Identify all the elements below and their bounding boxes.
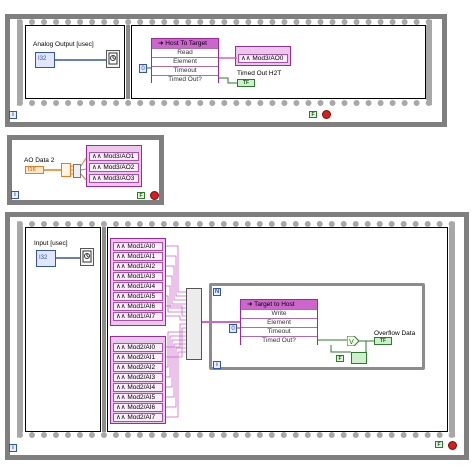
- index-array-node[interactable]: [61, 163, 71, 177]
- mod2-ai7[interactable]: ∧∧ Mod2/AI7: [113, 413, 163, 422]
- wave-icon: ∧∧: [116, 374, 126, 381]
- mod2-ai0[interactable]: ∧∧ Mod2/AI0: [113, 343, 163, 352]
- mod1-ai1[interactable]: ∧∧ Mod1/AI1: [113, 252, 163, 261]
- ao3-io-item[interactable]: ∧∧ Mod3/AO3: [89, 174, 139, 183]
- ao-data-2-control[interactable]: I16: [25, 166, 44, 174]
- analog-output-type: I32: [38, 56, 47, 62]
- fifo-row-timedout-top: Timed Out?: [152, 75, 218, 84]
- fifo-arrow-icon: ➜: [247, 301, 255, 308]
- fifo-row-timedout-bottom: Timed Out?: [241, 336, 317, 345]
- mod1-ai3[interactable]: ∧∧ Mod1/AI3: [113, 272, 163, 281]
- mod1-io-node: ∧∧ Mod1/AI0 ∧∧ Mod1/AI1 ∧∧ Mod1/AI2 ∧∧ M…: [110, 238, 166, 326]
- mod2-ai3[interactable]: ∧∧ Mod2/AI3: [113, 373, 163, 382]
- wave-icon: ∧∧: [116, 384, 126, 391]
- analog-output-label: Analog Output [usec]: [33, 41, 94, 48]
- overflow-data-indicator: TF: [374, 337, 392, 345]
- mod1-ai2[interactable]: ∧∧ Mod1/AI2: [113, 262, 163, 271]
- wait-timer-icon-bottom: [80, 248, 94, 266]
- ao2-io-item[interactable]: ∧∧ Mod3/AO2: [89, 163, 139, 172]
- top-sequence-divider: [126, 25, 130, 99]
- wait-timer-icon-top: [106, 50, 120, 68]
- analog-output-control[interactable]: I32: [35, 52, 55, 68]
- build-array-node[interactable]: [73, 164, 81, 178]
- or-function-node[interactable]: V: [346, 335, 360, 347]
- fifo-target-to-host-node[interactable]: ➜ Target to Host Write Element Timeout T…: [240, 299, 318, 345]
- bottom-sequence-divider: [102, 227, 106, 432]
- wave-icon: ∧∧: [92, 175, 102, 182]
- wave-icon: ∧∧: [116, 283, 126, 290]
- timed-out-h2t-label: Timed Out H2T: [237, 70, 282, 77]
- wave-icon: ∧∧: [116, 253, 126, 260]
- fifo-row-element-top: Element: [152, 57, 218, 66]
- wave-icon: ∧∧: [116, 364, 126, 371]
- input-usec-type: I32: [39, 255, 48, 261]
- stop-icon-bottom: [448, 441, 457, 450]
- fifo-row-timeout-top: Timeout: [152, 66, 218, 75]
- ao0-io-node: ∧∧ Mod3/AO0: [235, 46, 291, 66]
- wave-icon: ∧∧: [92, 153, 102, 160]
- mod2-io-node: ∧∧ Mod2/AI0 ∧∧ Mod2/AI1 ∧∧ Mod2/AI2 ∧∧ M…: [110, 336, 166, 424]
- wave-icon: ∧∧: [116, 414, 126, 421]
- for-loop-count-terminal: N: [213, 288, 221, 296]
- build-array-node-bottom[interactable]: [186, 288, 202, 360]
- iteration-terminal-top: i: [9, 111, 17, 119]
- wave-icon: ∧∧: [241, 55, 251, 62]
- wave-icon: ∧∧: [116, 313, 126, 320]
- mod1-ai0[interactable]: ∧∧ Mod1/AI0: [113, 242, 163, 251]
- wave-icon: ∧∧: [116, 243, 126, 250]
- ao-data-2-label: AO Data 2: [24, 157, 55, 164]
- timed-out-h2t-indicator: TF: [237, 79, 255, 87]
- ao1-io-item[interactable]: ∧∧ Mod3/AO1: [89, 152, 139, 161]
- input-usec-label: Input [usec]: [34, 240, 68, 247]
- stop-false-constant-top: F: [309, 111, 317, 118]
- mod2-ai5[interactable]: ∧∧ Mod2/AI5: [113, 393, 163, 402]
- mod2-ai4[interactable]: ∧∧ Mod2/AI4: [113, 383, 163, 392]
- ao-channels-io-node: ∧∧ Mod3/AO1 ∧∧ Mod3/AO2 ∧∧ Mod3/AO3: [86, 145, 142, 187]
- wave-icon: ∧∧: [116, 263, 126, 270]
- wave-icon: ∧∧: [116, 344, 126, 351]
- fifo-node-title-top: ➜ Host To Target: [152, 39, 218, 48]
- wave-icon: ∧∧: [116, 394, 126, 401]
- stop-icon-top: [322, 110, 331, 119]
- mod1-ai5[interactable]: ∧∧ Mod1/AI5: [113, 292, 163, 301]
- for-loop-iteration-terminal: i: [213, 361, 221, 369]
- fifo-node-title-bottom: ➜ Target to Host: [241, 300, 317, 309]
- overflow-data-label: Overflow Data: [374, 330, 416, 337]
- fifo-arrow-icon: ➜: [158, 40, 166, 47]
- svg-text:V: V: [349, 338, 354, 346]
- iteration-terminal-bottom: i: [9, 444, 17, 452]
- timeout-constant-bottom[interactable]: 0: [229, 324, 237, 333]
- input-usec-control[interactable]: I32: [36, 250, 56, 267]
- ao0-io-item[interactable]: ∧∧ Mod3/AO0: [238, 54, 288, 63]
- shift-register-right: [351, 352, 367, 364]
- ao-data-2-type: I16: [28, 167, 36, 173]
- fifo-row-timeout-bottom: Timeout: [241, 327, 317, 336]
- wave-icon: ∧∧: [92, 164, 102, 171]
- mod1-ai6[interactable]: ∧∧ Mod1/AI6: [113, 302, 163, 311]
- wave-icon: ∧∧: [116, 273, 126, 280]
- wave-icon: ∧∧: [116, 303, 126, 310]
- wave-icon: ∧∧: [116, 354, 126, 361]
- mod2-ai2[interactable]: ∧∧ Mod2/AI2: [113, 363, 163, 372]
- mod2-ai6[interactable]: ∧∧ Mod2/AI6: [113, 403, 163, 412]
- fifo-row-read-top: Read: [152, 48, 218, 57]
- stop-false-constant-middle: F: [137, 192, 145, 199]
- fifo-row-write-bottom: Write: [241, 309, 317, 318]
- wave-icon: ∧∧: [116, 293, 126, 300]
- wave-icon: ∧∧: [116, 404, 126, 411]
- shift-register-false-constant: F: [336, 355, 344, 362]
- mod2-ai1[interactable]: ∧∧ Mod2/AI1: [113, 353, 163, 362]
- iteration-terminal-middle: i: [11, 191, 19, 199]
- mod1-ai4[interactable]: ∧∧ Mod1/AI4: [113, 282, 163, 291]
- fifo-host-to-target-node[interactable]: ➜ Host To Target Read Element Timeout Ti…: [151, 38, 219, 84]
- stop-false-constant-bottom: F: [435, 441, 443, 448]
- fifo-row-element-bottom: Element: [241, 318, 317, 327]
- timeout-constant-top[interactable]: 0: [139, 64, 147, 73]
- mod1-ai7[interactable]: ∧∧ Mod1/AI7: [113, 312, 163, 321]
- stop-icon-middle: [150, 191, 159, 200]
